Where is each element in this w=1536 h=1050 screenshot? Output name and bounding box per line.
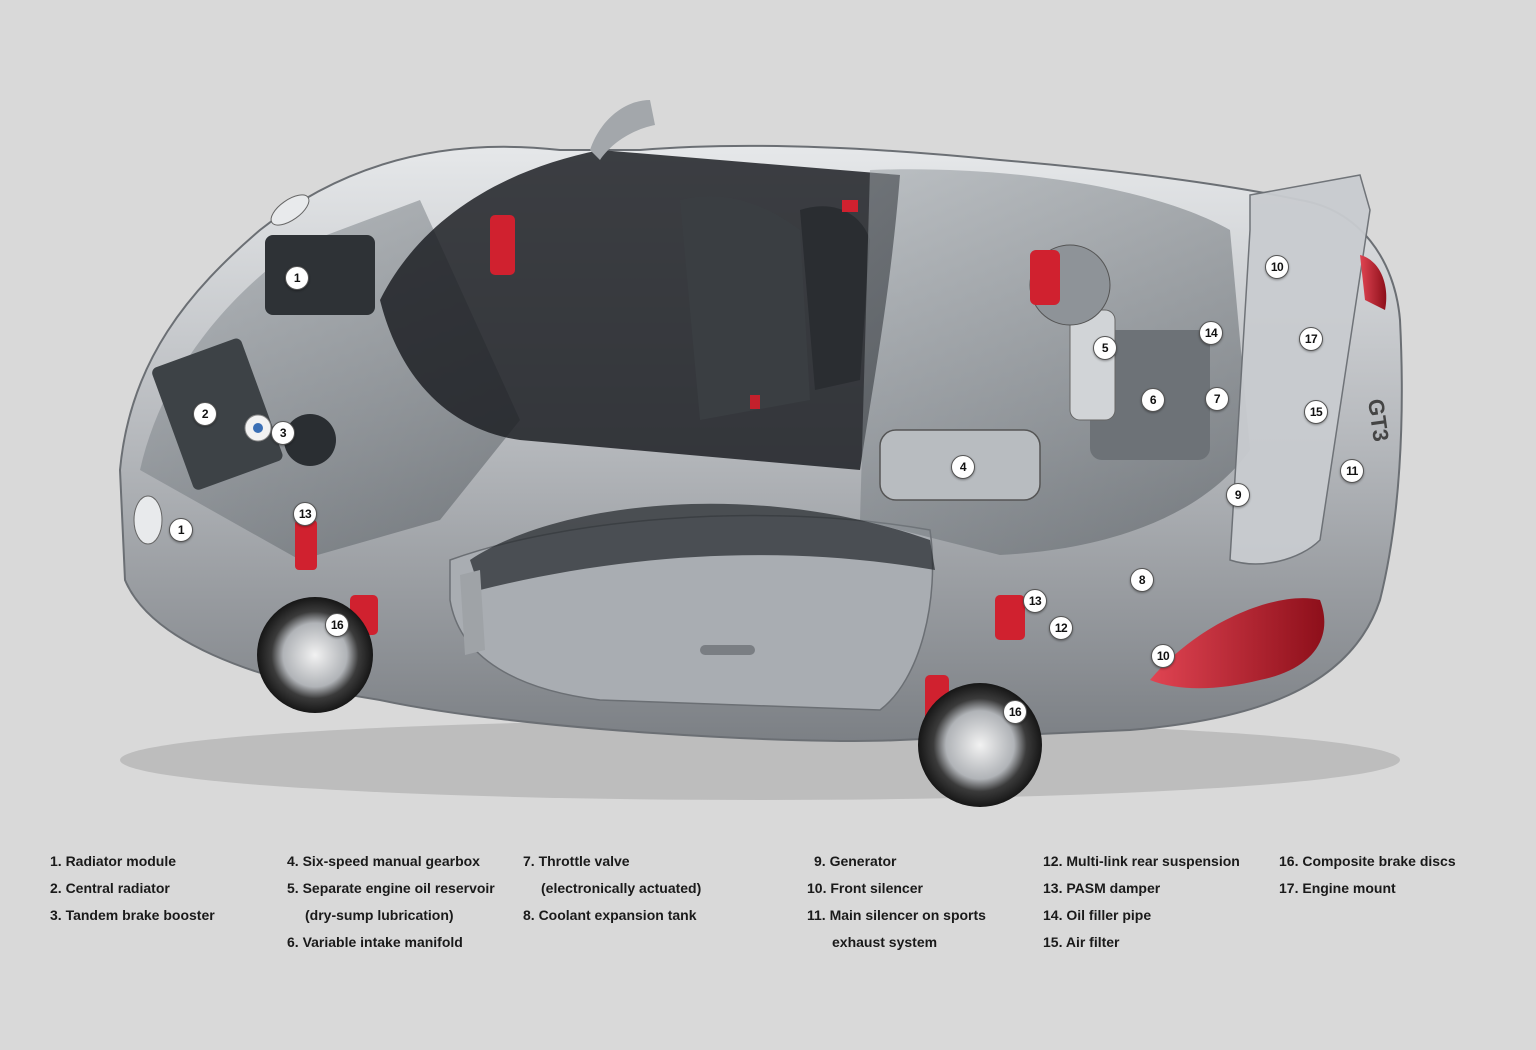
legend-item: 1. Radiator module (50, 853, 177, 869)
legend-item: 7. Throttle valve (523, 853, 630, 869)
legend-column-3: 7. Throttle valve (electronically actuat… (523, 848, 701, 929)
tail-lamp (1150, 598, 1325, 689)
callout-marker: 12 (1049, 616, 1073, 640)
side-window (470, 503, 935, 590)
legend-item: 16. Composite brake discs (1279, 853, 1456, 869)
legend-item: 11. Main silencer on sports (807, 907, 986, 923)
callout-marker: 11 (1340, 459, 1364, 483)
rear-brake-caliper (1030, 250, 1060, 305)
legend-item: 15. Air filter (1043, 934, 1120, 950)
legend-item-continuation: exhaust system (832, 934, 938, 950)
parts-legend: 1. Radiator module 2. Central radiator 3… (0, 848, 1536, 1048)
rear-wheel (918, 683, 1042, 807)
seat-rear (800, 206, 870, 390)
legend-item: 9. Generator (814, 853, 897, 869)
callout-marker: 16 (1003, 700, 1027, 724)
callout-marker: 1 (169, 518, 193, 542)
callout-marker: 3 (271, 421, 295, 445)
seat (680, 196, 810, 420)
legend-item: 2. Central radiator (50, 880, 170, 896)
legend-item-continuation: (electronically actuated) (541, 880, 702, 896)
rear-spoiler (1229, 174, 1371, 565)
legend-item: 4. Six-speed manual gearbox (287, 853, 480, 869)
callout-marker: 13 (293, 502, 317, 526)
callout-marker: 4 (951, 455, 975, 479)
brake-booster (284, 414, 336, 466)
callout-marker: 10 (1265, 255, 1289, 279)
radiator-module (265, 235, 375, 315)
callout-marker: 6 (1141, 388, 1165, 412)
callout-marker: 17 (1299, 327, 1323, 351)
car-cutaway-drawing: GT3 (118, 100, 1403, 807)
legend-item: 17. Engine mount (1279, 880, 1396, 896)
legend-column-6: 16. Composite brake discs 17. Engine mou… (1279, 848, 1456, 902)
callout-marker: 5 (1093, 336, 1117, 360)
headlight (133, 495, 163, 545)
legend-item: 10. Front silencer (807, 880, 923, 896)
legend-item: 12. Multi-link rear suspension (1043, 853, 1240, 869)
legend-column-2: 4. Six-speed manual gearbox 5. Separate … (287, 848, 495, 956)
callout-marker: 15 (1304, 400, 1328, 424)
callout-marker: 13 (1023, 589, 1047, 613)
cabin-harness (842, 200, 858, 212)
wing-mirror (590, 100, 655, 160)
legend-column-1: 1. Radiator module 2. Central radiator 3… (50, 848, 215, 929)
callout-marker: 8 (1130, 568, 1154, 592)
legend-item: 3. Tandem brake booster (50, 907, 215, 923)
legend-item: 6. Variable intake manifold (287, 934, 463, 950)
door-handle (700, 645, 755, 655)
callout-marker: 14 (1199, 321, 1223, 345)
legend-item: 14. Oil filler pipe (1043, 907, 1152, 923)
fluid-cap (253, 423, 263, 433)
wing-mirror-lower (460, 570, 485, 655)
ground-shadow (120, 720, 1400, 800)
cutaway-illustration: GT3 1 2 3 13 1 16 4 5 6 7 9 10 14 17 (118, 100, 1403, 807)
callout-marker: 9 (1226, 483, 1250, 507)
legend-item-continuation: (dry-sump lubrication) (305, 907, 454, 923)
legend-column-4: 9. Generator 10. Front silencer 11. Main… (807, 848, 986, 956)
central-radiator (152, 338, 283, 490)
front-wheel (257, 597, 373, 713)
rear-damper (995, 595, 1025, 640)
oil-reservoir (1069, 309, 1116, 421)
tail-lamp-upper (1360, 255, 1387, 310)
callout-marker: 7 (1205, 387, 1229, 411)
callout-marker: 1 (285, 266, 309, 290)
legend-item: 8. Coolant expansion tank (523, 907, 697, 923)
front-damper (295, 520, 317, 570)
front-brake-caliper (490, 215, 515, 275)
callout-marker: 10 (1151, 644, 1175, 668)
legend-item: 13. PASM damper (1043, 880, 1161, 896)
model-badge: GT3 (1363, 397, 1394, 443)
legend-column-5: 12. Multi-link rear suspension 13. PASM … (1043, 848, 1240, 956)
seatbelt-buckle (750, 395, 760, 409)
callout-marker: 2 (193, 402, 217, 426)
callout-marker: 16 (325, 613, 349, 637)
headlight-upper (270, 194, 310, 226)
legend-item: 5. Separate engine oil reservoir (287, 880, 495, 896)
